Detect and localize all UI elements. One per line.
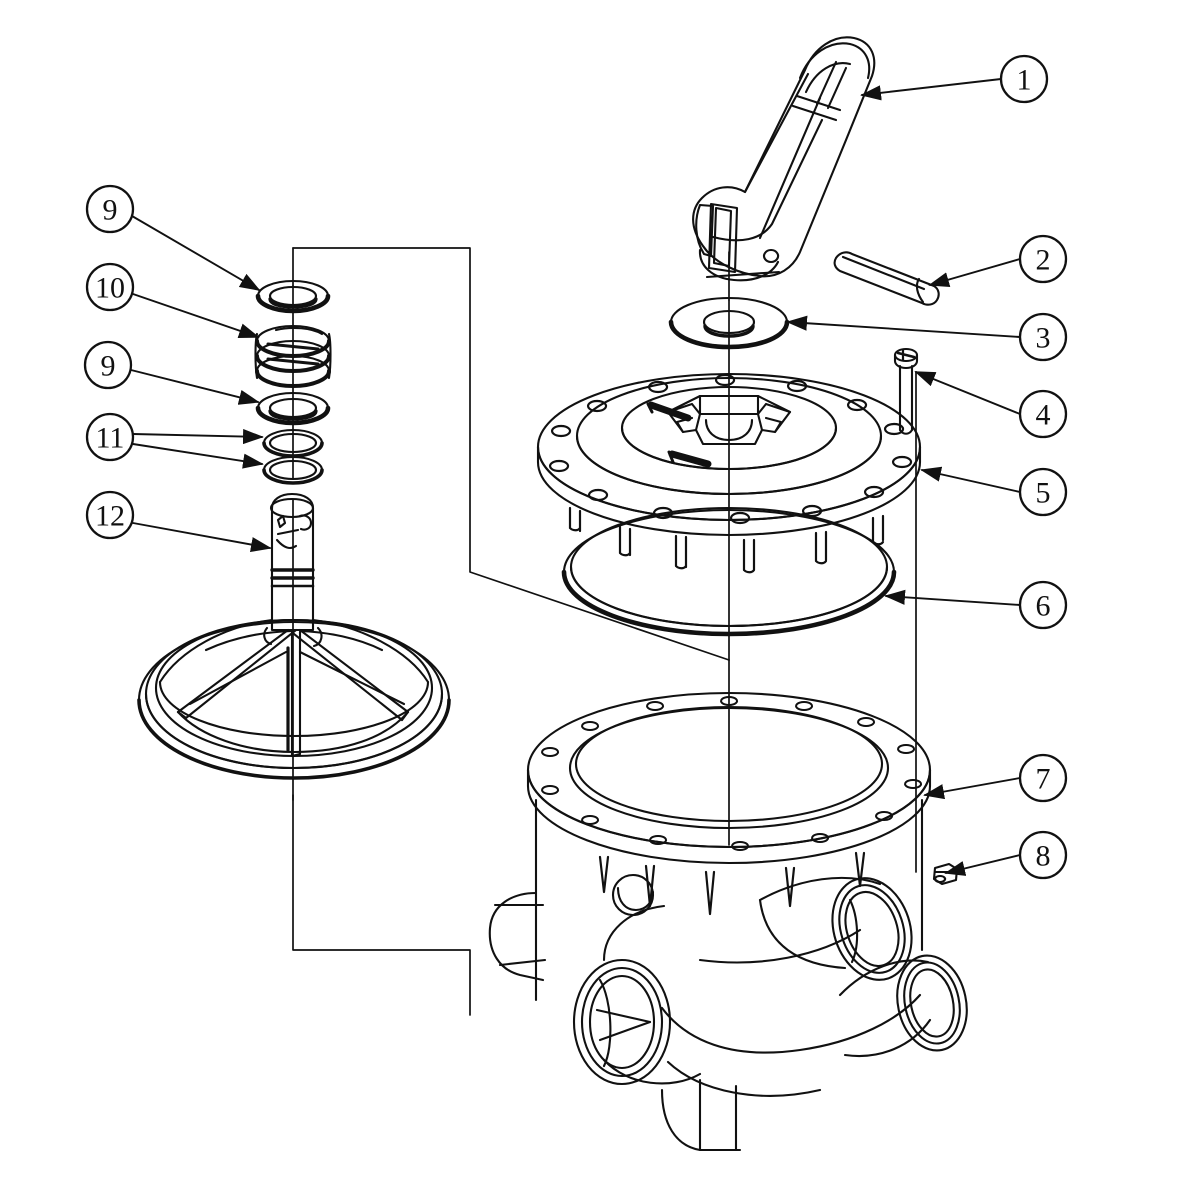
callout-label-1: 1 — [1017, 64, 1032, 97]
leader-1 — [860, 78, 1002, 101]
leader-7 — [923, 777, 1021, 800]
callout-circle-12 — [85, 490, 135, 540]
part-valve-body — [488, 691, 968, 1152]
callout-label-9b: 9 — [101, 350, 116, 383]
leader-8 — [944, 854, 1021, 876]
part-hex-nut — [932, 862, 959, 886]
callout-label-8: 8 — [1036, 840, 1051, 873]
callout-circle-3 — [1018, 312, 1068, 362]
part-valve-cover-key — [536, 372, 922, 574]
part-roll-pin — [833, 251, 940, 306]
callout-circle-9a — [85, 184, 135, 234]
leader-9a — [131, 215, 261, 291]
callout-label-9a: 9 — [103, 194, 118, 227]
callout-circle-5 — [1018, 467, 1068, 517]
callout-label-12: 12 — [95, 500, 125, 533]
part-cover-gasket — [561, 506, 897, 637]
callout-circle-1 — [999, 54, 1049, 104]
leader-11b — [132, 443, 264, 469]
leader-5 — [920, 466, 1021, 493]
callout-circle-4 — [1018, 389, 1068, 439]
leader-4 — [914, 371, 1021, 415]
part-compression-spring — [254, 324, 332, 388]
part-handle-lever — [692, 36, 876, 282]
callout-label-6: 6 — [1036, 590, 1051, 623]
callout-circle-2 — [1018, 234, 1068, 284]
callout-circle-9b — [83, 340, 133, 390]
callout-label-10: 10 — [95, 272, 125, 305]
callout-circle-10 — [85, 262, 135, 312]
callout-label-7: 7 — [1036, 763, 1051, 796]
leader-10 — [132, 293, 260, 339]
leader-6 — [884, 589, 1021, 606]
leader-9b — [130, 369, 260, 405]
construction-lines — [292, 247, 917, 1016]
callout-circle-7 — [1018, 753, 1068, 803]
callout-circle-8 — [1018, 830, 1068, 880]
part-cover-screw — [893, 347, 919, 435]
callout-numbers: 1 2 3 4 5 6 7 8 9 10 9 11 12 — [95, 64, 1051, 873]
callout-label-4: 4 — [1036, 399, 1051, 432]
callout-label-5: 5 — [1036, 477, 1051, 510]
callout-label-11: 11 — [96, 422, 125, 455]
leader-3 — [786, 315, 1021, 338]
leader-2 — [928, 258, 1021, 288]
callout-bubbles — [83, 54, 1068, 880]
callout-circle-6 — [1018, 580, 1068, 630]
part-rotor-diverter — [137, 492, 451, 780]
callout-label-2: 2 — [1036, 244, 1051, 277]
leader-11a — [132, 428, 264, 445]
callout-leaders — [130, 78, 1021, 876]
part-washer-lower — [255, 391, 331, 426]
callout-circle-11 — [85, 412, 135, 462]
callout-label-3: 3 — [1036, 322, 1051, 355]
leader-12 — [132, 522, 272, 553]
part-o-ring-pair — [262, 428, 324, 485]
part-washer-upper — [255, 279, 331, 314]
